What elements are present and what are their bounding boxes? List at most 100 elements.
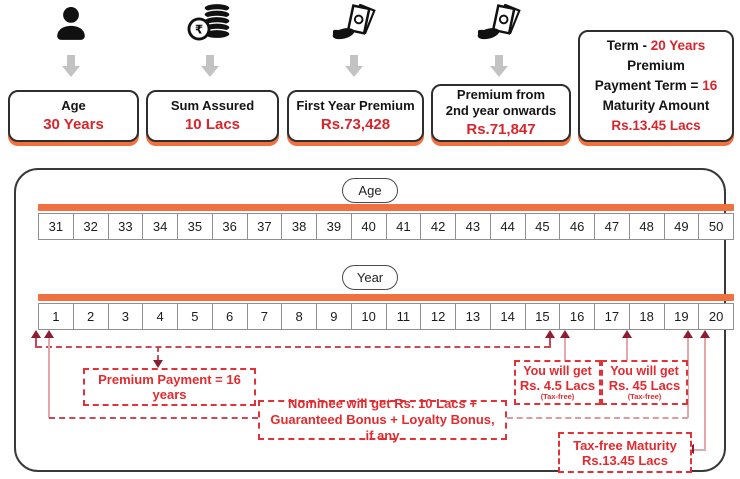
age-cell: 32 bbox=[72, 213, 109, 240]
first-year-premium-value: Rs.73,428 bbox=[320, 116, 391, 133]
premium-payment-text: Premium Payment = 16 years bbox=[98, 372, 241, 402]
year-cell: 5 bbox=[177, 303, 213, 330]
connector-line bbox=[549, 337, 551, 348]
year-cell: 1 bbox=[38, 303, 74, 330]
age-cell: 37 bbox=[246, 213, 283, 240]
maturity-amount-label: Maturity Amount bbox=[602, 98, 710, 113]
age-cell: 45 bbox=[524, 213, 561, 240]
year-cell: 6 bbox=[211, 303, 248, 330]
cash-in-hand-icon bbox=[477, 4, 521, 40]
age-cell: 35 bbox=[177, 213, 213, 240]
age-card-title: Age bbox=[61, 98, 86, 113]
down-arrow-icon bbox=[62, 55, 80, 77]
term-line: Term - 20 Years bbox=[607, 36, 706, 56]
year-cell: 13 bbox=[455, 303, 491, 330]
age-cell: 31 bbox=[38, 213, 74, 240]
payment-term-value: 16 bbox=[702, 78, 718, 93]
age-cell: 33 bbox=[107, 213, 144, 240]
sum-assured-title: Sum Assured bbox=[170, 98, 255, 113]
down-arrow-icon bbox=[490, 55, 508, 77]
connector-line bbox=[687, 337, 689, 418]
age-cell: 46 bbox=[559, 213, 595, 240]
up-arrow-icon bbox=[560, 330, 570, 338]
year-cell: 16 bbox=[559, 303, 595, 330]
renewal-premium-card: Premium from 2nd year onwards Rs.71,847 bbox=[431, 84, 571, 142]
payout-amount: Rs. 45 Lacs bbox=[608, 378, 681, 393]
first-year-premium-card: First Year Premium Rs.73,428 bbox=[287, 90, 424, 142]
connector-line bbox=[692, 449, 706, 451]
first-year-premium-title: First Year Premium bbox=[296, 98, 415, 113]
maturity-note: Tax-free Maturity Rs.13.45 Lacs bbox=[558, 432, 692, 473]
age-cell: 47 bbox=[594, 213, 630, 240]
maturity-amount: Rs.13.45 Lacs bbox=[581, 452, 668, 468]
connector-line bbox=[626, 337, 628, 361]
year-cell: 4 bbox=[142, 303, 178, 330]
year-cell: 3 bbox=[107, 303, 144, 330]
year-cell: 11 bbox=[385, 303, 422, 330]
age-axis-label: Age bbox=[342, 178, 398, 203]
up-arrow-icon bbox=[700, 330, 710, 338]
maturity-line1: Tax-free Maturity bbox=[573, 437, 677, 453]
nominee-period-line bbox=[507, 417, 688, 419]
nominee-period-line bbox=[49, 417, 258, 419]
age-card-value: 30 Years bbox=[43, 116, 104, 133]
nominee-benefit-note: Nominee will get Rs. 10 Lacs + Guarantee… bbox=[258, 396, 507, 443]
cash-in-hand-icon bbox=[332, 4, 376, 40]
svg-text:₹: ₹ bbox=[195, 23, 203, 37]
person-icon bbox=[57, 7, 85, 40]
renewal-premium-value: Rs.71,847 bbox=[466, 121, 536, 138]
year-axis-label: Year bbox=[342, 265, 398, 290]
down-arrow-icon bbox=[153, 360, 163, 368]
age-axis-bar bbox=[38, 204, 734, 211]
year-cell: 7 bbox=[246, 303, 283, 330]
payout-amount: Rs. 4.5 Lacs bbox=[519, 378, 596, 393]
premium-word: Premium bbox=[627, 58, 685, 73]
sum-assured-card: Sum Assured 10 Lacs bbox=[146, 90, 279, 142]
premium-period-line bbox=[36, 346, 550, 348]
payout-note-year18: You will get Rs. 45 Lacs (Tax-free) bbox=[601, 360, 688, 405]
age-cell: 44 bbox=[489, 213, 526, 240]
connector-line bbox=[157, 347, 159, 360]
year-axis-bar bbox=[38, 294, 734, 301]
age-cell: 36 bbox=[211, 213, 248, 240]
age-cell: 34 bbox=[142, 213, 178, 240]
connector-line bbox=[35, 337, 37, 348]
year-cell: 14 bbox=[489, 303, 526, 330]
payout-line1: You will get bbox=[610, 364, 679, 378]
payment-term-label: Payment Term = bbox=[594, 78, 699, 93]
year-cell: 19 bbox=[663, 303, 700, 330]
tax-free-tag: (Tax-free) bbox=[540, 392, 575, 401]
connector-line bbox=[48, 337, 50, 418]
year-cell: 12 bbox=[420, 303, 456, 330]
year-cell: 10 bbox=[350, 303, 387, 330]
payout-note-year16: You will get Rs. 4.5 Lacs (Tax-free) bbox=[514, 360, 601, 405]
up-arrow-icon bbox=[44, 330, 54, 338]
year-cell: 18 bbox=[628, 303, 665, 330]
age-cell: 38 bbox=[281, 213, 317, 240]
age-cell: 40 bbox=[350, 213, 387, 240]
rupee-coin-stack-icon: ₹ bbox=[187, 2, 231, 41]
down-arrow-icon bbox=[345, 55, 363, 77]
renewal-premium-title: Premium from bbox=[456, 87, 546, 102]
year-cell: 15 bbox=[524, 303, 561, 330]
age-cell: 42 bbox=[420, 213, 456, 240]
term-label: Term - bbox=[606, 38, 647, 53]
up-arrow-icon bbox=[545, 330, 555, 338]
premium-payment-note: Premium Payment = 16 years bbox=[83, 368, 256, 406]
connector-line bbox=[564, 337, 566, 361]
down-arrow-icon bbox=[201, 55, 219, 77]
up-arrow-icon bbox=[683, 330, 693, 338]
nominee-benefit-text: Nominee will get Rs. 10 Lacs + Guarantee… bbox=[270, 396, 495, 443]
age-cell: 41 bbox=[385, 213, 422, 240]
year-cell: 8 bbox=[281, 303, 317, 330]
age-cell: 43 bbox=[455, 213, 491, 240]
connector-line bbox=[704, 337, 706, 450]
up-arrow-icon bbox=[622, 330, 632, 338]
year-cell: 20 bbox=[698, 303, 734, 330]
year-cell: 17 bbox=[594, 303, 630, 330]
renewal-premium-title2: 2nd year onwards bbox=[445, 103, 557, 118]
